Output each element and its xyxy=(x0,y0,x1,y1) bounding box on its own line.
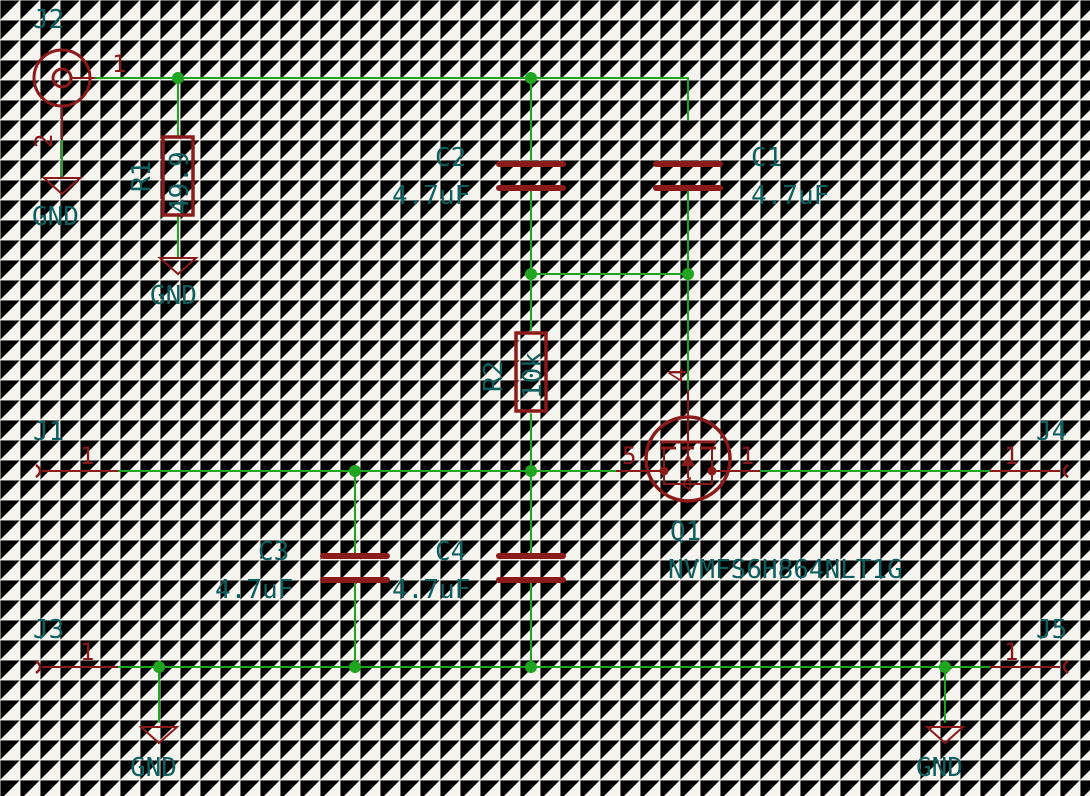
connector-j5[interactable]: J5 1 xyxy=(990,615,1069,674)
c3-value: 4.7uF xyxy=(215,575,293,605)
j2-pin2: 2 xyxy=(30,134,58,148)
c2-value: 4.7uF xyxy=(392,181,470,211)
c2-ref: C2 xyxy=(435,143,466,173)
c1-ref: C1 xyxy=(751,143,782,173)
j1-pin: 1 xyxy=(80,442,94,470)
capacitor-c4[interactable]: C4 4.7uF xyxy=(392,537,566,605)
capacitor-c3[interactable]: C3 4.7uF xyxy=(215,537,390,605)
gnd-label: GND xyxy=(32,202,79,232)
j3-pin: 1 xyxy=(80,638,94,666)
j4-ref: J4 xyxy=(1036,417,1067,447)
j5-ref: J5 xyxy=(1036,615,1067,645)
j4-pin: 1 xyxy=(1004,442,1018,470)
q1-ref: Q1 xyxy=(670,517,701,547)
connector-j3[interactable]: J3 1 xyxy=(33,615,118,674)
q1-pin-source: 5 xyxy=(622,442,636,470)
gnd-symbol-r1: GND xyxy=(150,257,199,311)
c1-value: 4.7uF xyxy=(751,181,829,211)
j5-pin: 1 xyxy=(1004,638,1018,666)
connector-j2[interactable]: J2 1 2 xyxy=(30,5,126,148)
j3-ref: J3 xyxy=(33,615,64,645)
r1-value: 49.9 xyxy=(165,151,195,214)
r2-value: 10k xyxy=(518,352,548,399)
gnd-label: GND xyxy=(150,281,197,311)
gnd-symbol-j5: GND xyxy=(916,726,966,783)
resistor-r1[interactable]: 49.9 R1 xyxy=(127,135,195,217)
gnd-symbol-j2: GND xyxy=(32,177,83,232)
q1-value: NVMFS6H864NLT1G xyxy=(668,555,903,585)
j2-ref: J2 xyxy=(33,5,64,35)
j1-ref: J1 xyxy=(33,417,64,447)
c4-ref: C4 xyxy=(435,537,466,567)
gnd-label: GND xyxy=(916,753,963,783)
gnd-label: GND xyxy=(130,753,177,783)
gnd-symbol-j3: GND xyxy=(130,726,180,783)
resistor-r2[interactable]: 10k R2 xyxy=(479,331,548,413)
r1-ref: R1 xyxy=(127,161,157,192)
r2-ref: R2 xyxy=(479,361,509,392)
c4-value: 4.7uF xyxy=(392,575,470,605)
capacitor-c1[interactable]: C1 4.7uF xyxy=(653,143,829,211)
c3-ref: C3 xyxy=(258,537,289,567)
mosfet-q1[interactable]: 4 5 1 Q1 NVMFS6H864NLT1G xyxy=(616,368,903,585)
junctions xyxy=(153,72,951,673)
connector-j4[interactable]: J4 1 xyxy=(990,417,1069,478)
q1-pin-gate: 4 xyxy=(664,368,692,382)
j2-pin1: 1 xyxy=(112,50,126,78)
q1-pin-drain: 1 xyxy=(740,442,754,470)
connector-j1[interactable]: J1 1 xyxy=(33,417,118,478)
capacitor-c2[interactable]: C2 4.7uF xyxy=(392,143,566,211)
